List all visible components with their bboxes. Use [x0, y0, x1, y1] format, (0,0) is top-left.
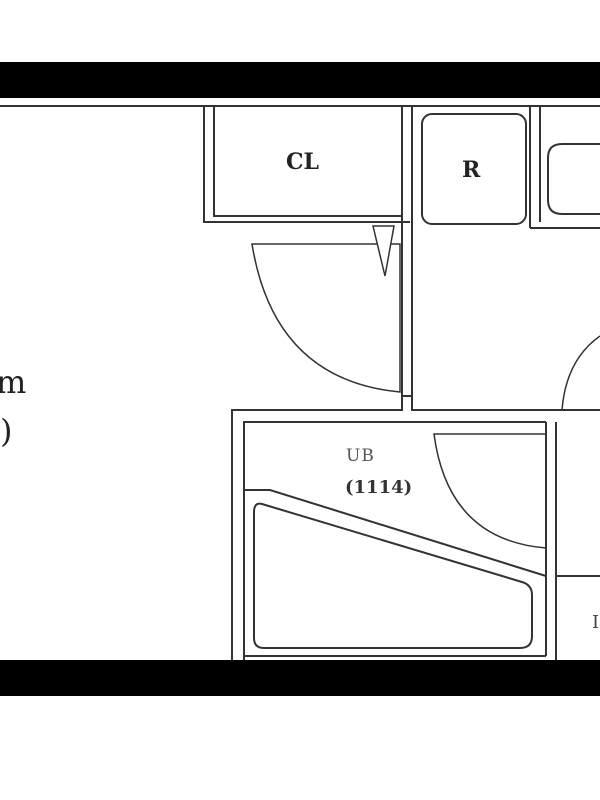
closet-door-marker	[372, 225, 395, 277]
top-wall	[0, 62, 600, 98]
refrigerator-label: R	[462, 157, 481, 183]
bottom-wall	[0, 660, 600, 696]
entrance-door-swing	[561, 335, 600, 411]
closet	[203, 105, 410, 223]
unit-bath-inner-wall	[243, 421, 546, 660]
edge-label-fragment: I	[592, 612, 599, 633]
bathtub	[253, 502, 533, 649]
room-label-fragment: m	[0, 363, 26, 401]
bathtub-rim	[244, 489, 547, 577]
bath-door-swing	[433, 433, 547, 549]
unit-bath-size-label: (1114)	[345, 477, 412, 498]
closet-label: CL	[286, 149, 319, 175]
unit-bath-wall	[231, 395, 600, 660]
refrigerator	[421, 113, 527, 225]
closet-door-swing	[251, 243, 401, 393]
room-size-fragment: )	[0, 412, 12, 450]
unit-bath-label: UB	[346, 446, 375, 466]
kitchen-sink	[547, 143, 600, 215]
